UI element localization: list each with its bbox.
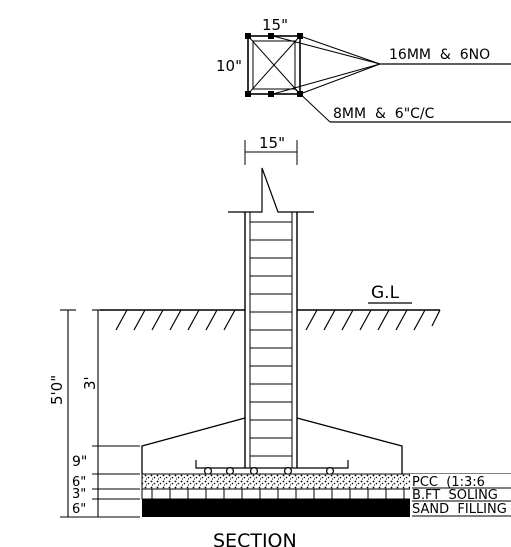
stirrup-label: 8MM & 6"C/C [333, 106, 435, 122]
footing-outline [296, 417, 403, 474]
column-width-dimension: 15" [244, 134, 298, 165]
depth-below-gl-label: 3' [81, 376, 99, 390]
leader-line [272, 35, 381, 65]
rebar-corner [268, 33, 274, 39]
rebar-corner [245, 91, 251, 97]
main-bar-label: 16MM & 6NO [389, 47, 490, 63]
leader-line [294, 88, 331, 123]
column-stirrups [250, 221, 292, 457]
soling-bricks [151, 489, 405, 499]
column-width-label: 15" [259, 134, 285, 152]
leader-line [272, 63, 381, 95]
pcc-label: PCC (1:3:6 [412, 475, 485, 490]
footing-rebars [204, 467, 335, 476]
earth-hatching [115, 309, 441, 331]
stirrup-tie [247, 35, 301, 95]
layer-labels: PCC (1:3:6 B.FT SOLING SAND FILLING [410, 474, 511, 517]
footing-depth-label: 9" [72, 454, 87, 470]
footing-mesh [195, 460, 349, 469]
ground-level-label: G.L [371, 283, 400, 303]
soling-depth-label: 3" [72, 487, 86, 502]
footing [141, 417, 403, 476]
section-title: SECTION [213, 530, 297, 547]
soling-label: B.FT SOLING [412, 488, 498, 503]
pcc-depth-label: 6" [72, 475, 86, 490]
footing-outline [141, 417, 246, 474]
break-line [228, 167, 314, 213]
plan-width-label: 15" [262, 16, 288, 34]
total-depth-label: 5'0" [48, 375, 66, 405]
rebar-corner [268, 91, 274, 97]
column-plan-section: 15" 10" 16MM & 6NO 8MM & 6"C/C [216, 16, 511, 123]
leader-line [299, 35, 381, 65]
ground-level: G.L [100, 283, 441, 331]
rebar-corner [245, 33, 251, 39]
column-elevation [228, 167, 314, 468]
plan-depth-label: 10" [216, 57, 242, 75]
sand-label: SAND FILLING [412, 502, 507, 517]
stirrup-outline [252, 40, 296, 90]
leader-line [299, 63, 381, 95]
depth-dimensions [60, 309, 140, 518]
sand-depth-label: 6" [72, 502, 86, 517]
